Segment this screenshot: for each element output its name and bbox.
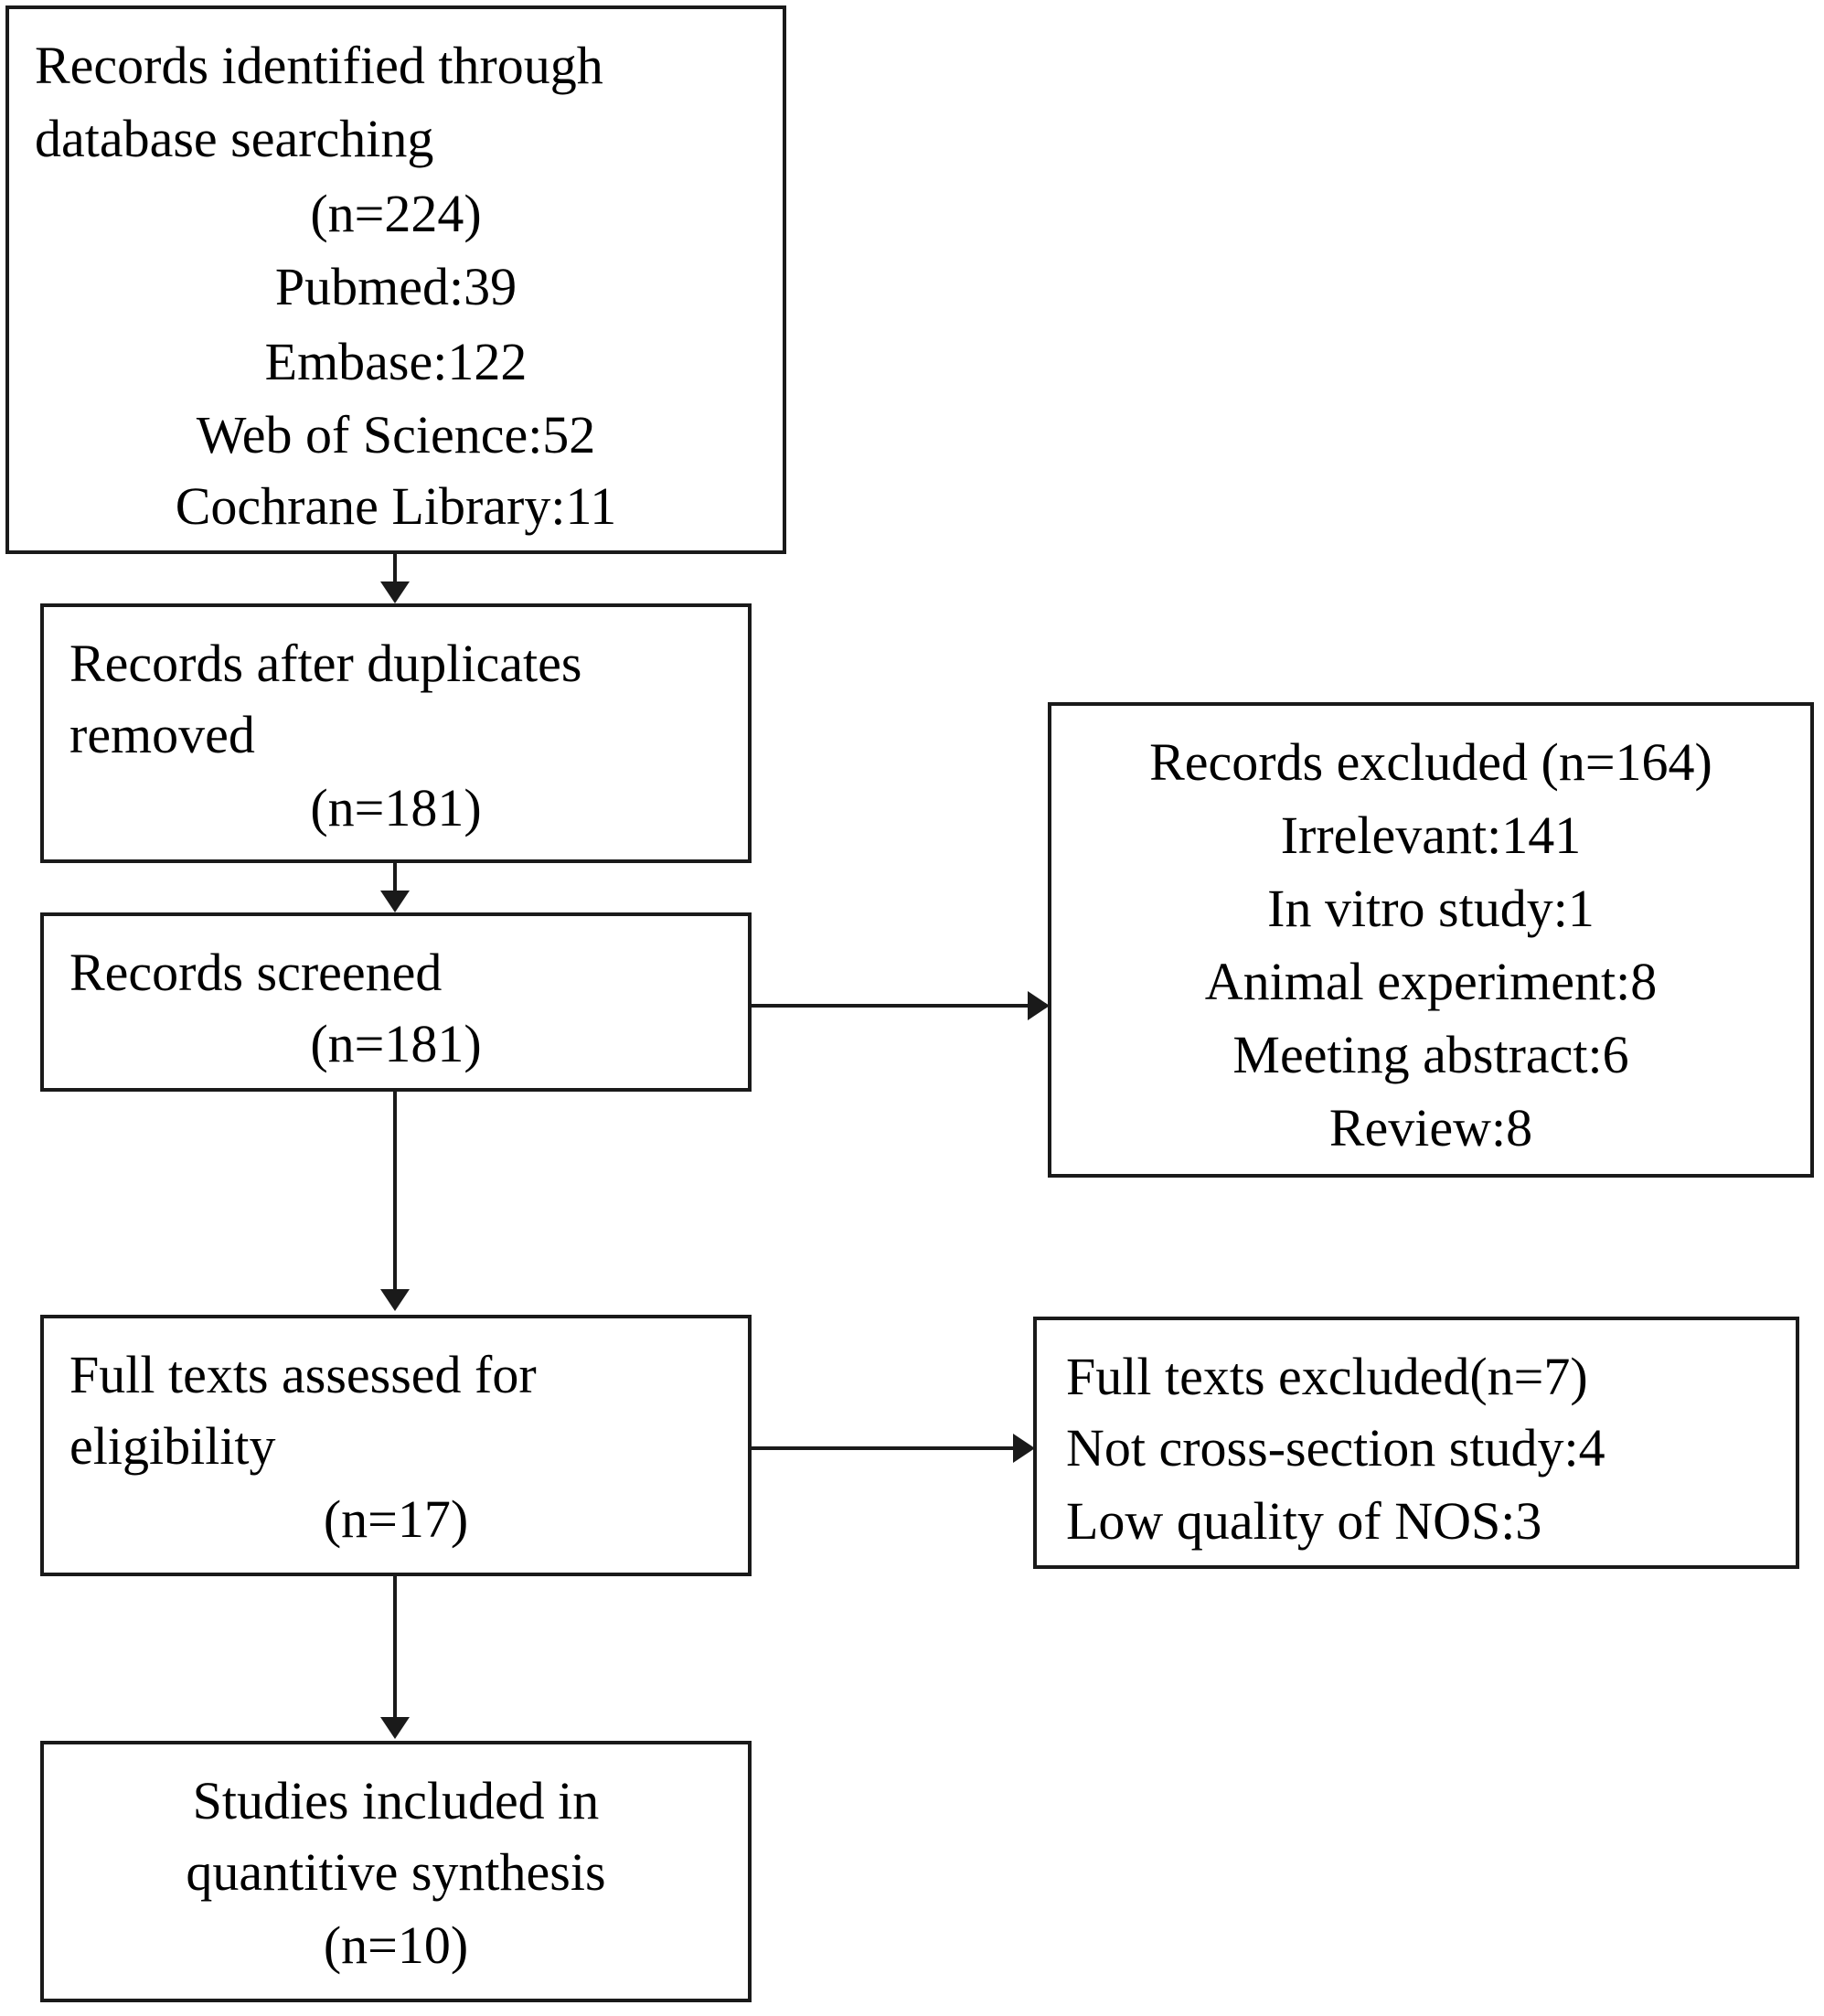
reason-low-quality-of-nos: Low quality of NOS:3 <box>1066 1491 1542 1551</box>
identification-line-1: Records identified through <box>35 36 603 95</box>
reason-in-vitro-study: In vitro study:1 <box>1267 879 1595 938</box>
source-pubmed: Pubmed:39 <box>274 257 517 316</box>
included-line-1: Studies included in <box>192 1771 600 1830</box>
fulltext-excluded-title: Full texts excluded(n=7) <box>1066 1347 1588 1406</box>
included-line-2: quantitive synthesis <box>186 1842 606 1902</box>
reason-irrelevant: Irrelevant:141 <box>1280 805 1582 865</box>
arrow-screened-to-records-excluded <box>750 991 1050 1020</box>
arrow-screened-to-eligibility <box>380 1090 410 1311</box>
source-web-of-science: Web of Science:52 <box>196 405 596 464</box>
reason-review: Review:8 <box>1328 1098 1533 1157</box>
eligibility-total: (n=17) <box>323 1489 469 1549</box>
source-cochrane-library: Cochrane Library:11 <box>175 476 617 536</box>
records-excluded-box: Records excluded (n=164) Irrelevant:141 … <box>1048 702 1814 1178</box>
reason-meeting-abstract: Meeting abstract:6 <box>1232 1025 1629 1084</box>
duplicates-removed-box: Records after duplicates removed (n=181) <box>40 603 752 863</box>
arrow-eligibility-to-fulltext-excluded <box>750 1434 1035 1463</box>
screened-line-1: Records screened <box>69 943 443 1002</box>
arrow-duplicates-to-screened <box>380 861 410 912</box>
eligibility-box: Full texts assessed for eligibility (n=1… <box>40 1315 752 1576</box>
reason-animal-experiment: Animal experiment:8 <box>1204 952 1658 1011</box>
reason-not-cross-section-study: Not cross-section study:4 <box>1066 1418 1605 1477</box>
screened-total: (n=181) <box>310 1014 482 1073</box>
identification-box: Records identified through database sear… <box>5 5 786 554</box>
duplicates-removed-line-2: removed <box>69 705 255 764</box>
included-total: (n=10) <box>323 1915 469 1975</box>
source-embase: Embase:122 <box>264 332 528 391</box>
arrow-identification-to-duplicates <box>380 552 410 603</box>
eligibility-line-1: Full texts assessed for <box>69 1345 537 1404</box>
arrow-eligibility-to-included <box>380 1574 410 1739</box>
fulltext-excluded-box: Full texts excluded(n=7) Not cross-secti… <box>1033 1317 1799 1569</box>
records-excluded-title: Records excluded (n=164) <box>1149 732 1712 792</box>
duplicates-removed-line-1: Records after duplicates <box>69 634 582 693</box>
identification-total: (n=224) <box>310 184 482 243</box>
included-box: Studies included in quantitive synthesis… <box>40 1741 752 2002</box>
duplicates-removed-total: (n=181) <box>310 778 482 837</box>
identification-line-2: database searching <box>35 109 434 168</box>
screened-box: Records screened (n=181) <box>40 912 752 1092</box>
eligibility-line-2: eligibility <box>69 1416 276 1476</box>
